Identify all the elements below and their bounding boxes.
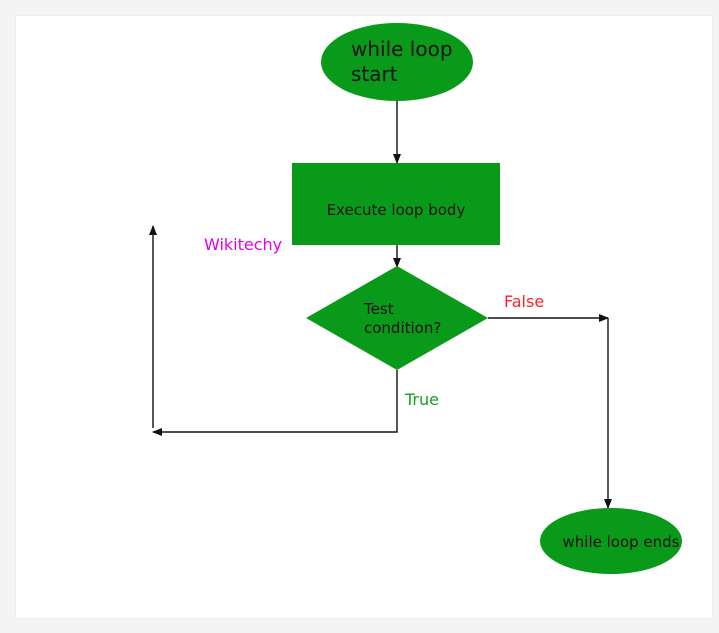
wikitechy-watermark: Wikitechy <box>204 235 282 254</box>
process-node-shape <box>292 163 500 245</box>
process-node-label: Execute loop body <box>327 201 466 219</box>
start-node-label-line1: while loop <box>351 37 453 61</box>
page-top-band <box>0 0 719 16</box>
process-node: Execute loop body <box>292 163 500 245</box>
decision-node-label-line1: Test <box>363 300 394 318</box>
decision-node-label-line2: condition? <box>364 319 441 337</box>
false-edge-label: False <box>504 292 544 311</box>
end-node: while loop ends <box>540 508 682 574</box>
edge-true-to-loop-left <box>152 370 398 436</box>
start-node-label-line2: start <box>351 62 398 86</box>
end-node-shape <box>540 508 682 574</box>
start-node-shape <box>321 23 473 101</box>
decision-node: Test condition? <box>306 266 488 370</box>
true-edge-label: True <box>404 390 439 409</box>
end-node-label: while loop ends <box>563 533 680 551</box>
start-node: while loop start <box>321 23 473 101</box>
decision-node-shape <box>306 266 488 370</box>
